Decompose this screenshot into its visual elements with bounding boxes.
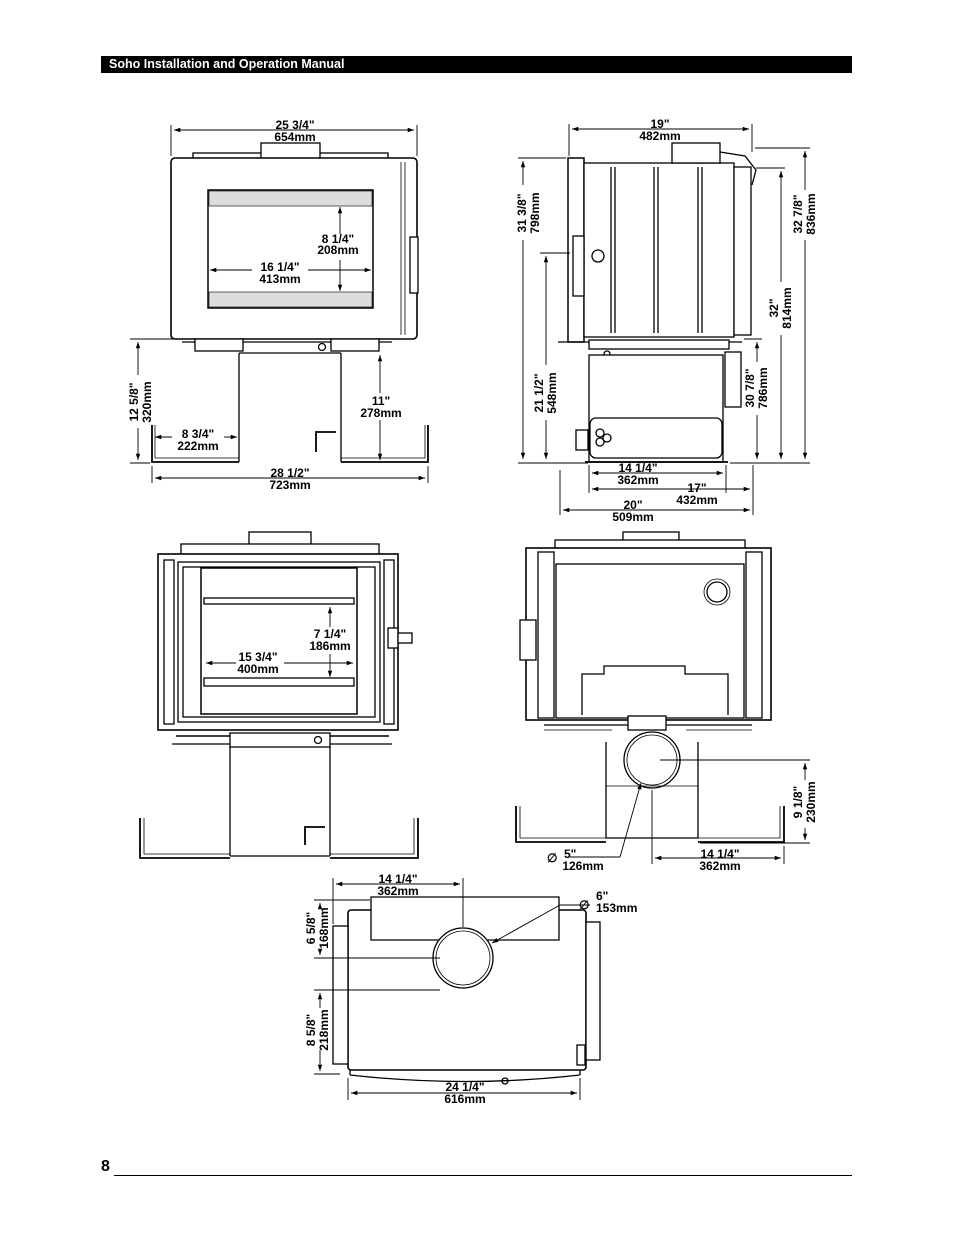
top-d1-mm: 168mm [317, 907, 331, 948]
side-h1-mm: 798mm [528, 192, 542, 233]
opening-width-mm: 400mm [237, 662, 278, 676]
leg-width-in: 8 3/4" [182, 427, 214, 441]
top-view-labels: 14 1/4" 362mm ∅ 6" 153mm 6 5/8" 168mm 8 … [304, 872, 637, 1106]
side-h4-in: 32" [767, 298, 781, 317]
glass-width-mm: 413mm [259, 272, 300, 286]
open-front-view [139, 531, 419, 859]
front-view [151, 142, 429, 463]
side-h5-in: 30 7/8" [743, 368, 757, 407]
top-w2-mm: 616mm [444, 1092, 485, 1106]
side-h1-in: 31 3/8" [515, 193, 529, 232]
top-view [332, 896, 601, 1085]
front-width-mm: 654mm [274, 130, 315, 144]
top-d2-mm: 218mm [317, 1009, 331, 1050]
side-view-labels: 19" 482mm 31 3/8" 798mm 21 1/2" 548mm 32… [515, 117, 818, 524]
side-d1-mm: 362mm [617, 473, 658, 487]
side-h3-mm: 836mm [804, 193, 818, 234]
side-depth-in: 19" [650, 117, 669, 131]
top-w2-in: 24 1/4" [445, 1080, 484, 1094]
side-h5-mm: 786mm [756, 367, 770, 408]
side-d2-in: 17" [687, 481, 706, 495]
glass-height-in: 8 1/4" [322, 232, 354, 246]
flue-collar-in: 5" [564, 847, 576, 861]
top-dia-mm: 153mm [596, 901, 637, 915]
top-dia-in: 6" [596, 889, 608, 903]
footer-rule [114, 1175, 852, 1176]
front-view-labels: 25 3/4" 654mm 8 1/4" 208mm 16 1/4" 413mm… [127, 118, 402, 492]
diameter-symbol: ∅ [547, 851, 557, 865]
opening-height-in: 7 1/4" [314, 627, 346, 641]
flue-offset-in: 14 1/4" [700, 847, 739, 861]
front-width-in: 25 3/4" [275, 118, 314, 132]
header-title: Soho Installation and Operation Manual [109, 57, 345, 71]
header-bar: Soho Installation and Operation Manual [101, 56, 852, 73]
side-d2-mm: 432mm [676, 493, 717, 507]
flue-collar-mm: 126mm [562, 859, 603, 873]
top-w1-in: 14 1/4" [378, 872, 417, 886]
top-diameter-symbol: ∅ [579, 898, 589, 912]
side-view-dims [518, 124, 810, 515]
page-number: 8 [101, 1158, 110, 1175]
opening-width-in: 15 3/4" [238, 650, 277, 664]
top-view-dims [314, 878, 590, 1100]
glass-height-mm: 208mm [317, 243, 358, 257]
base-width-mm: 723mm [269, 478, 310, 492]
side-depth-mm: 482mm [639, 129, 680, 143]
side-view [558, 142, 757, 463]
top-d1-in: 6 5/8" [304, 912, 318, 944]
flue-height-in: 9 1/8" [791, 786, 805, 818]
open-front-dims [206, 607, 353, 677]
side-d3-mm: 509mm [612, 510, 653, 524]
flue-height-mm: 230mm [804, 781, 818, 822]
pedestal-height-in: 12 5/8" [127, 382, 141, 421]
side-h2-in: 21 1/2" [532, 373, 546, 412]
side-d3-in: 20" [623, 498, 642, 512]
side-h2-mm: 548mm [545, 372, 559, 413]
side-h3-in: 32 7/8" [791, 194, 805, 233]
front-view-dims [130, 125, 429, 483]
rear-view-labels: ∅ 5" 126mm 9 1/8" 230mm 14 1/4" 362mm [547, 781, 818, 873]
open-front-labels: 7 1/4" 186mm 15 3/4" 400mm [237, 627, 350, 676]
top-d2-in: 8 5/8" [304, 1014, 318, 1046]
glass-width-in: 16 1/4" [260, 260, 299, 274]
base-width-in: 28 1/2" [270, 466, 309, 480]
rear-view [515, 531, 785, 843]
pedestal-inner-in: 11" [372, 394, 390, 408]
opening-height-mm: 186mm [309, 639, 350, 653]
top-w1-mm: 362mm [377, 884, 418, 898]
rear-view-dims [570, 759, 810, 864]
pedestal-height-mm: 320mm [140, 381, 154, 422]
side-h4-mm: 814mm [780, 287, 794, 328]
pedestal-inner-mm: 278mm [360, 406, 401, 420]
flue-offset-mm: 362mm [699, 859, 740, 873]
leg-width-mm: 222mm [177, 439, 218, 453]
side-d1-in: 14 1/4" [618, 461, 657, 475]
